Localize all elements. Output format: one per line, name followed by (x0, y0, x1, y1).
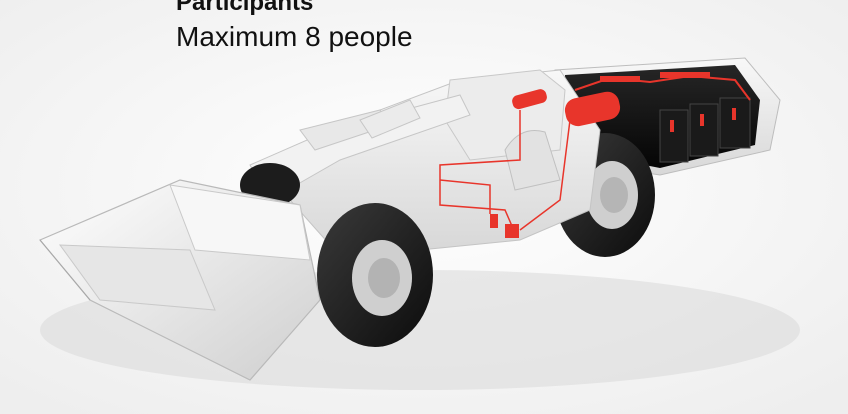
caption: Participants Maximum 8 people (176, 0, 413, 51)
control-box (505, 224, 519, 238)
front-wheel (317, 203, 433, 347)
caption-heading: Participants (176, 0, 413, 15)
caption-text: Maximum 8 people (176, 23, 413, 51)
junction-box (490, 214, 498, 228)
